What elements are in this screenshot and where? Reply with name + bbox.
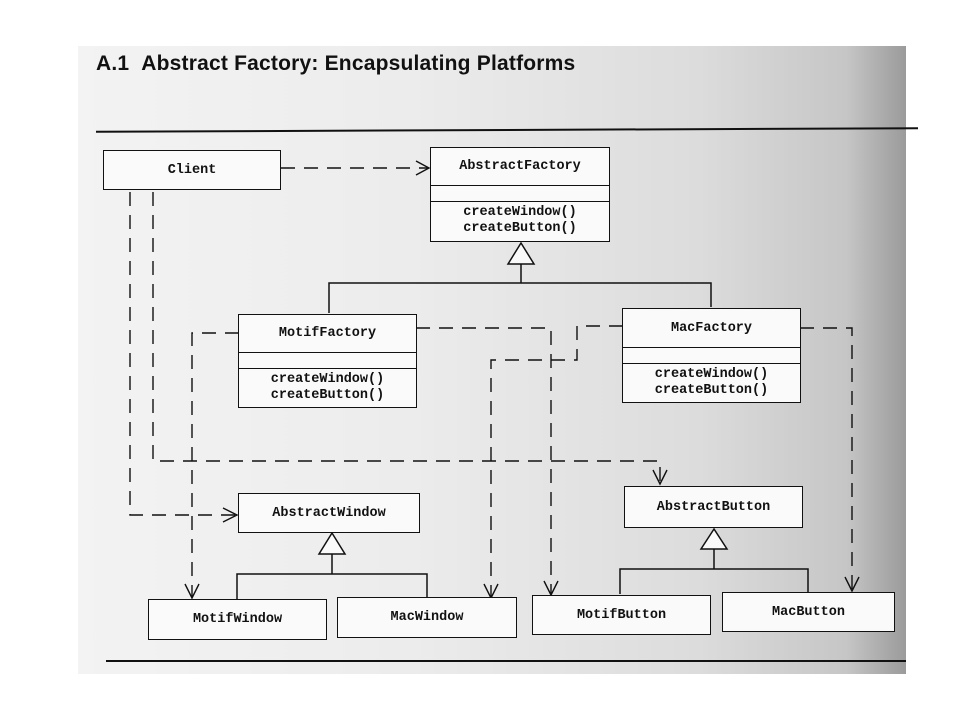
operation-create-window: createWindow() bbox=[270, 372, 385, 387]
class-name-motif-window: MotifWindow bbox=[192, 612, 283, 627]
arrow-abstract-factory bbox=[415, 160, 431, 176]
operation-create-window: createWindow() bbox=[463, 205, 577, 220]
class-client: Client bbox=[103, 150, 281, 190]
arrow-mac-button bbox=[844, 576, 860, 593]
attributes-compartment bbox=[239, 352, 416, 368]
operations-compartment: createWindow() createButton() bbox=[239, 368, 416, 406]
dep-client-button bbox=[152, 192, 661, 483]
class-mac-button: MacButton bbox=[722, 592, 895, 632]
inherit-buttons bbox=[619, 568, 809, 594]
heading-text: Abstract Factory: Encapsulating Platform… bbox=[141, 52, 576, 75]
inherit-buttons-triangle bbox=[699, 527, 729, 550]
dep-mac-window bbox=[490, 325, 623, 597]
operation-create-button: createButton() bbox=[463, 221, 577, 236]
dep-mac-button bbox=[800, 327, 853, 590]
arrow-abstract-window bbox=[222, 507, 239, 523]
class-name-motif-factory: MotifFactory bbox=[278, 326, 377, 341]
dep-motif-window bbox=[191, 332, 239, 597]
dep-motif-button bbox=[416, 327, 552, 594]
arrow-motif-window bbox=[184, 583, 200, 600]
class-name-mac-window: MacWindow bbox=[390, 610, 464, 625]
class-motif-button: MotifButton bbox=[532, 595, 711, 635]
class-name-motif-button: MotifButton bbox=[576, 607, 667, 623]
class-abstract-button: AbstractButton bbox=[624, 486, 803, 528]
arrow-abstract-button bbox=[652, 469, 668, 486]
bottom-rule bbox=[106, 660, 906, 662]
class-abstract-window: AbstractWindow bbox=[238, 493, 420, 533]
class-mac-factory: MacFactory createWindow() createButton() bbox=[622, 308, 801, 403]
inherit-factories-triangle bbox=[506, 241, 536, 265]
operation-create-button: createButton() bbox=[270, 388, 385, 403]
inherit-factories bbox=[328, 282, 712, 313]
class-mac-window: MacWindow bbox=[337, 597, 517, 638]
class-abstract-factory: AbstractFactory createWindow() createBut… bbox=[430, 147, 610, 242]
dep-client-window bbox=[129, 192, 236, 516]
class-name-abstract-button: AbstractButton bbox=[656, 499, 771, 515]
operations-compartment: createWindow() createButton() bbox=[623, 363, 800, 401]
page-heading: A.1 Abstract Factory: Encapsulating Platf… bbox=[96, 52, 575, 76]
inherit-windows-triangle bbox=[317, 531, 347, 555]
heading-number: A.1 bbox=[96, 52, 130, 75]
operation-create-window: createWindow() bbox=[654, 367, 769, 382]
class-name-mac-button: MacButton bbox=[772, 604, 845, 620]
attributes-compartment bbox=[431, 185, 609, 201]
attributes-compartment bbox=[623, 347, 800, 363]
class-name-abstract-factory: AbstractFactory bbox=[459, 159, 581, 174]
class-name-mac-factory: MacFactory bbox=[670, 320, 752, 336]
class-name-abstract-window: AbstractWindow bbox=[272, 505, 386, 521]
class-name-client: Client bbox=[167, 162, 217, 178]
class-motif-window: MotifWindow bbox=[148, 599, 327, 640]
class-motif-factory: MotifFactory createWindow() createButton… bbox=[238, 314, 417, 408]
operations-compartment: createWindow() createButton() bbox=[431, 201, 609, 239]
operation-create-button: createButton() bbox=[654, 383, 769, 398]
